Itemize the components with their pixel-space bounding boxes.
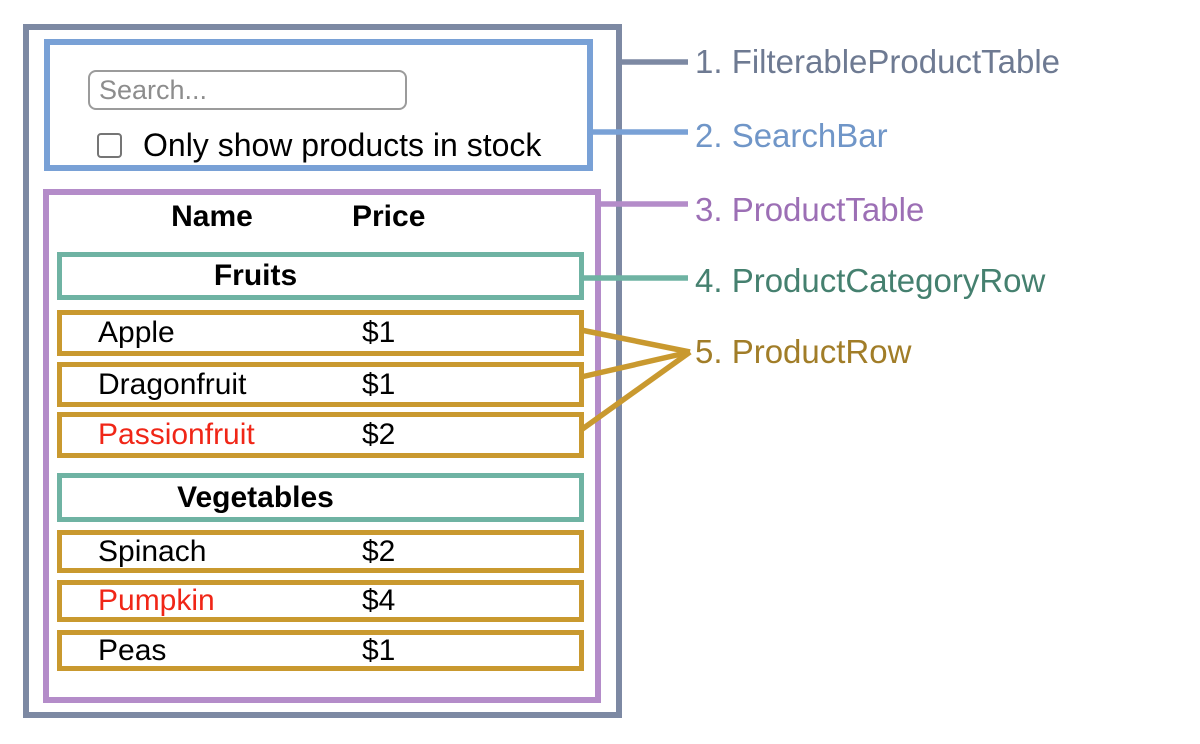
product-price: $2 bbox=[362, 418, 396, 451]
product-row-apple: Apple $1 bbox=[57, 310, 584, 356]
legend-product-table: 3. ProductTable bbox=[695, 191, 925, 228]
search-input[interactable] bbox=[88, 70, 407, 110]
category-row-vegetables: Vegetables bbox=[57, 473, 584, 522]
category-row-fruits: Fruits bbox=[57, 252, 584, 300]
legend-product-row: 5. ProductRow bbox=[695, 333, 912, 370]
price-column-header: Price bbox=[352, 200, 426, 233]
product-row-peas: Peas $1 bbox=[57, 630, 584, 671]
product-price: $1 bbox=[362, 316, 396, 349]
product-price: $2 bbox=[362, 534, 396, 568]
legend-search-bar: 2. SearchBar bbox=[695, 117, 888, 154]
legend-product-category-row: 4. ProductCategoryRow bbox=[695, 262, 1046, 299]
legend-filterable-product-table: 1. FilterableProductTable bbox=[695, 43, 1061, 80]
product-row-spinach: Spinach $2 bbox=[57, 530, 584, 573]
product-price: $1 bbox=[362, 633, 396, 667]
name-column-header: Name bbox=[171, 200, 253, 233]
product-row-dragonfruit: Dragonfruit $1 bbox=[57, 362, 584, 407]
product-name-out-of-stock: Pumpkin bbox=[98, 584, 215, 617]
product-name: Spinach bbox=[98, 534, 207, 568]
table-header-row: Name Price bbox=[57, 195, 584, 239]
product-name: Dragonfruit bbox=[98, 367, 247, 401]
product-price: $4 bbox=[362, 584, 396, 617]
product-price: $1 bbox=[362, 367, 396, 401]
product-name: Apple bbox=[98, 316, 175, 349]
product-name: Peas bbox=[98, 633, 167, 667]
in-stock-checkbox-label: Only show products in stock bbox=[143, 127, 542, 163]
product-row-passionfruit: Passionfruit $2 bbox=[57, 412, 584, 458]
product-row-pumpkin: Pumpkin $4 bbox=[57, 580, 584, 622]
in-stock-checkbox[interactable] bbox=[97, 133, 122, 158]
product-name-out-of-stock: Passionfruit bbox=[98, 418, 255, 451]
